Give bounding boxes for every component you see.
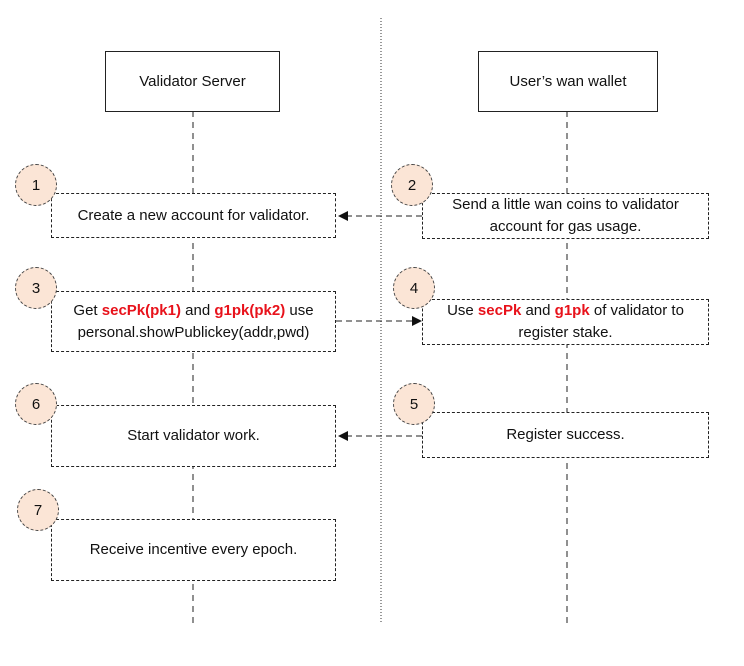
step-2-badge: 2 <box>391 164 433 206</box>
step-4-badge: 4 <box>393 267 435 309</box>
step-4-line2: register stake. <box>518 324 613 341</box>
step-4-text-a: Use <box>447 302 478 319</box>
step-3-text-b: and <box>180 301 215 319</box>
step-3-line2: personal.showPublickey(addr,pwd) <box>77 323 310 341</box>
step-1-text: Create a new account for validator. <box>77 206 310 224</box>
step-3-text-c: use <box>285 301 314 319</box>
step-2-number: 2 <box>407 176 417 194</box>
step-3-line1: Get secPk(pk1) and g1pk(pk2) use <box>73 300 313 322</box>
step-3-text-a: Get <box>73 301 102 319</box>
step-5-badge: 5 <box>393 383 435 425</box>
step-7-box: Receive incentive every epoch. <box>51 519 336 581</box>
step-7-badge: 7 <box>17 489 59 531</box>
step-6-text: Start validator work. <box>127 427 260 444</box>
step-3-box: Get secPk(pk1) and g1pk(pk2) use persona… <box>51 291 336 352</box>
step-6-badge: 6 <box>15 383 57 425</box>
step-5-number: 5 <box>409 395 419 413</box>
step-7-text: Receive incentive every epoch. <box>89 541 298 558</box>
step-4-text-c: of validator to <box>589 302 684 319</box>
step-5-box: Register success. <box>422 412 709 458</box>
step-3-number: 3 <box>31 279 41 297</box>
step-2-line2: account for gas usage. <box>489 218 642 235</box>
actor-wallet-label: User’s wan wallet <box>509 72 627 90</box>
step-2-box: Send a little wan coins to validator acc… <box>422 193 709 239</box>
step-4-box: Use secPk and g1pk of validator to regis… <box>422 299 709 345</box>
step-7-number: 7 <box>33 501 43 519</box>
step-4-line1: Use secPk and g1pk of validator to <box>447 300 684 322</box>
step-3-badge: 3 <box>15 267 57 309</box>
step-6-box: Start validator work. <box>51 405 336 467</box>
step-4-number: 4 <box>409 279 419 297</box>
actor-validator-label: Validator Server <box>139 72 246 90</box>
step-3-highlight-secpk: secPk(pk1) <box>101 301 181 319</box>
step-6-number: 6 <box>31 395 41 413</box>
actor-user-wallet: User’s wan wallet <box>478 51 658 112</box>
step-1-badge: 1 <box>15 164 57 206</box>
step-4-text-b: and <box>521 302 555 319</box>
step-3-highlight-g1pk: g1pk(pk2) <box>214 301 286 319</box>
step-1-box: Create a new account for validator. <box>51 193 336 238</box>
step-4-highlight-secpk: secPk <box>477 302 522 319</box>
step-2-line1: Send a little wan coins to validator <box>452 196 679 213</box>
step-4-highlight-g1pk: g1pk <box>554 302 590 319</box>
step-5-text: Register success. <box>506 426 625 443</box>
step-1-number: 1 <box>31 176 41 194</box>
actor-validator-server: Validator Server <box>105 51 280 112</box>
